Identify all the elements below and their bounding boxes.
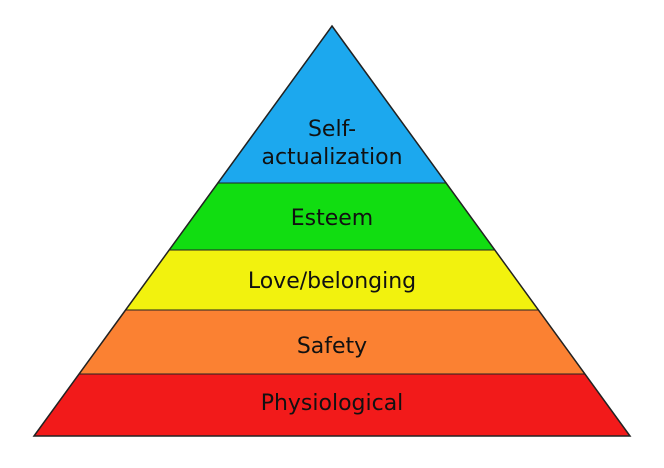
- tier-label-self-line2: actualization: [261, 145, 402, 170]
- tier-label-safety: Safety: [297, 334, 367, 359]
- tier-label-esteem: Esteem: [291, 206, 374, 231]
- tier-label-physiological: Physiological: [261, 391, 404, 416]
- tier-label-love-belonging: Love/belonging: [248, 269, 416, 294]
- pyramid-tiers: [33, 25, 631, 437]
- pyramid-labels: Self- actualization Esteem Love/belongin…: [248, 117, 416, 416]
- pyramid-outline: [32, 24, 632, 437]
- tier-label-self-line1: Self-: [308, 117, 356, 142]
